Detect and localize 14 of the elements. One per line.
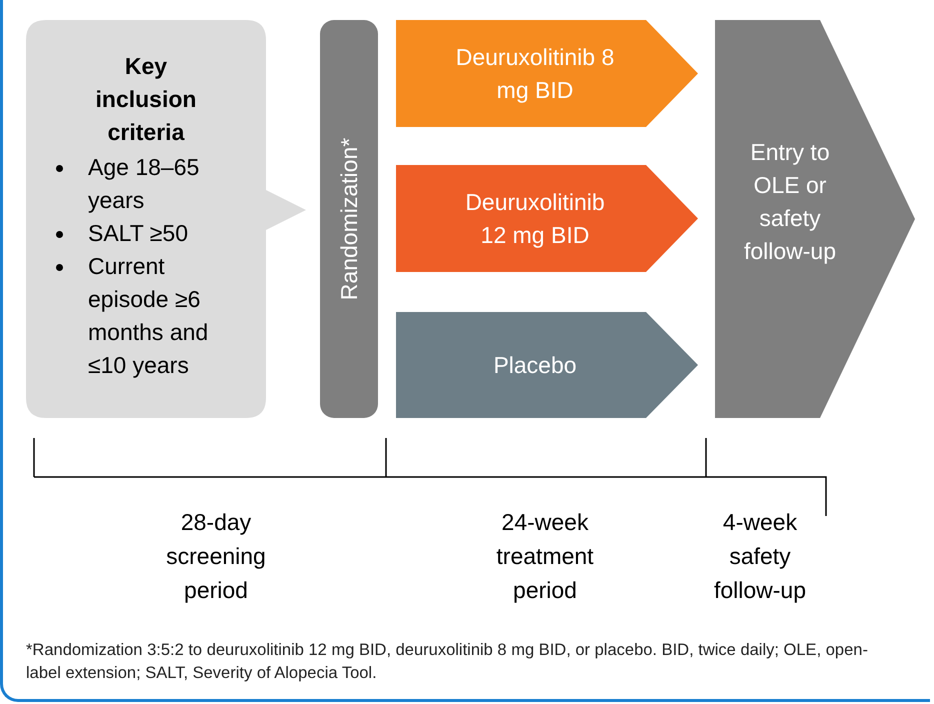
period-label: 4-week safety follow-up: [712, 508, 808, 605]
arm-label: Deuruxolitinib 8 mg BID: [454, 42, 616, 105]
criterion-text: Age 18–65 years: [88, 153, 200, 215]
randomization-bar: [320, 20, 378, 418]
criterion-text: SALT ≥50: [88, 219, 189, 248]
followup-label: Entry to OLE or safety follow-up: [742, 138, 838, 266]
footnote: *Randomization 3:5:2 to deuruxolitinib 12 mg BID, deuruxolitinib 8 mg BID, or placebo. BID, twice daily; OLE, open-label extension; SALT, Severity of Alopecia Tool.: [26, 640, 869, 684]
period-label: 28-day screening period: [165, 508, 267, 605]
criterion-text: Current episode ≥6 months and ≤10 years: [88, 252, 210, 380]
period-label: 24-week treatment period: [495, 508, 595, 605]
arm-label: Placebo: [492, 350, 578, 380]
arm-label: Deuruxolitinib 12 mg BID: [464, 188, 606, 250]
randomization-label: Randomization*: [334, 138, 363, 300]
criteria-heading: Key inclusion criteria: [94, 52, 198, 147]
